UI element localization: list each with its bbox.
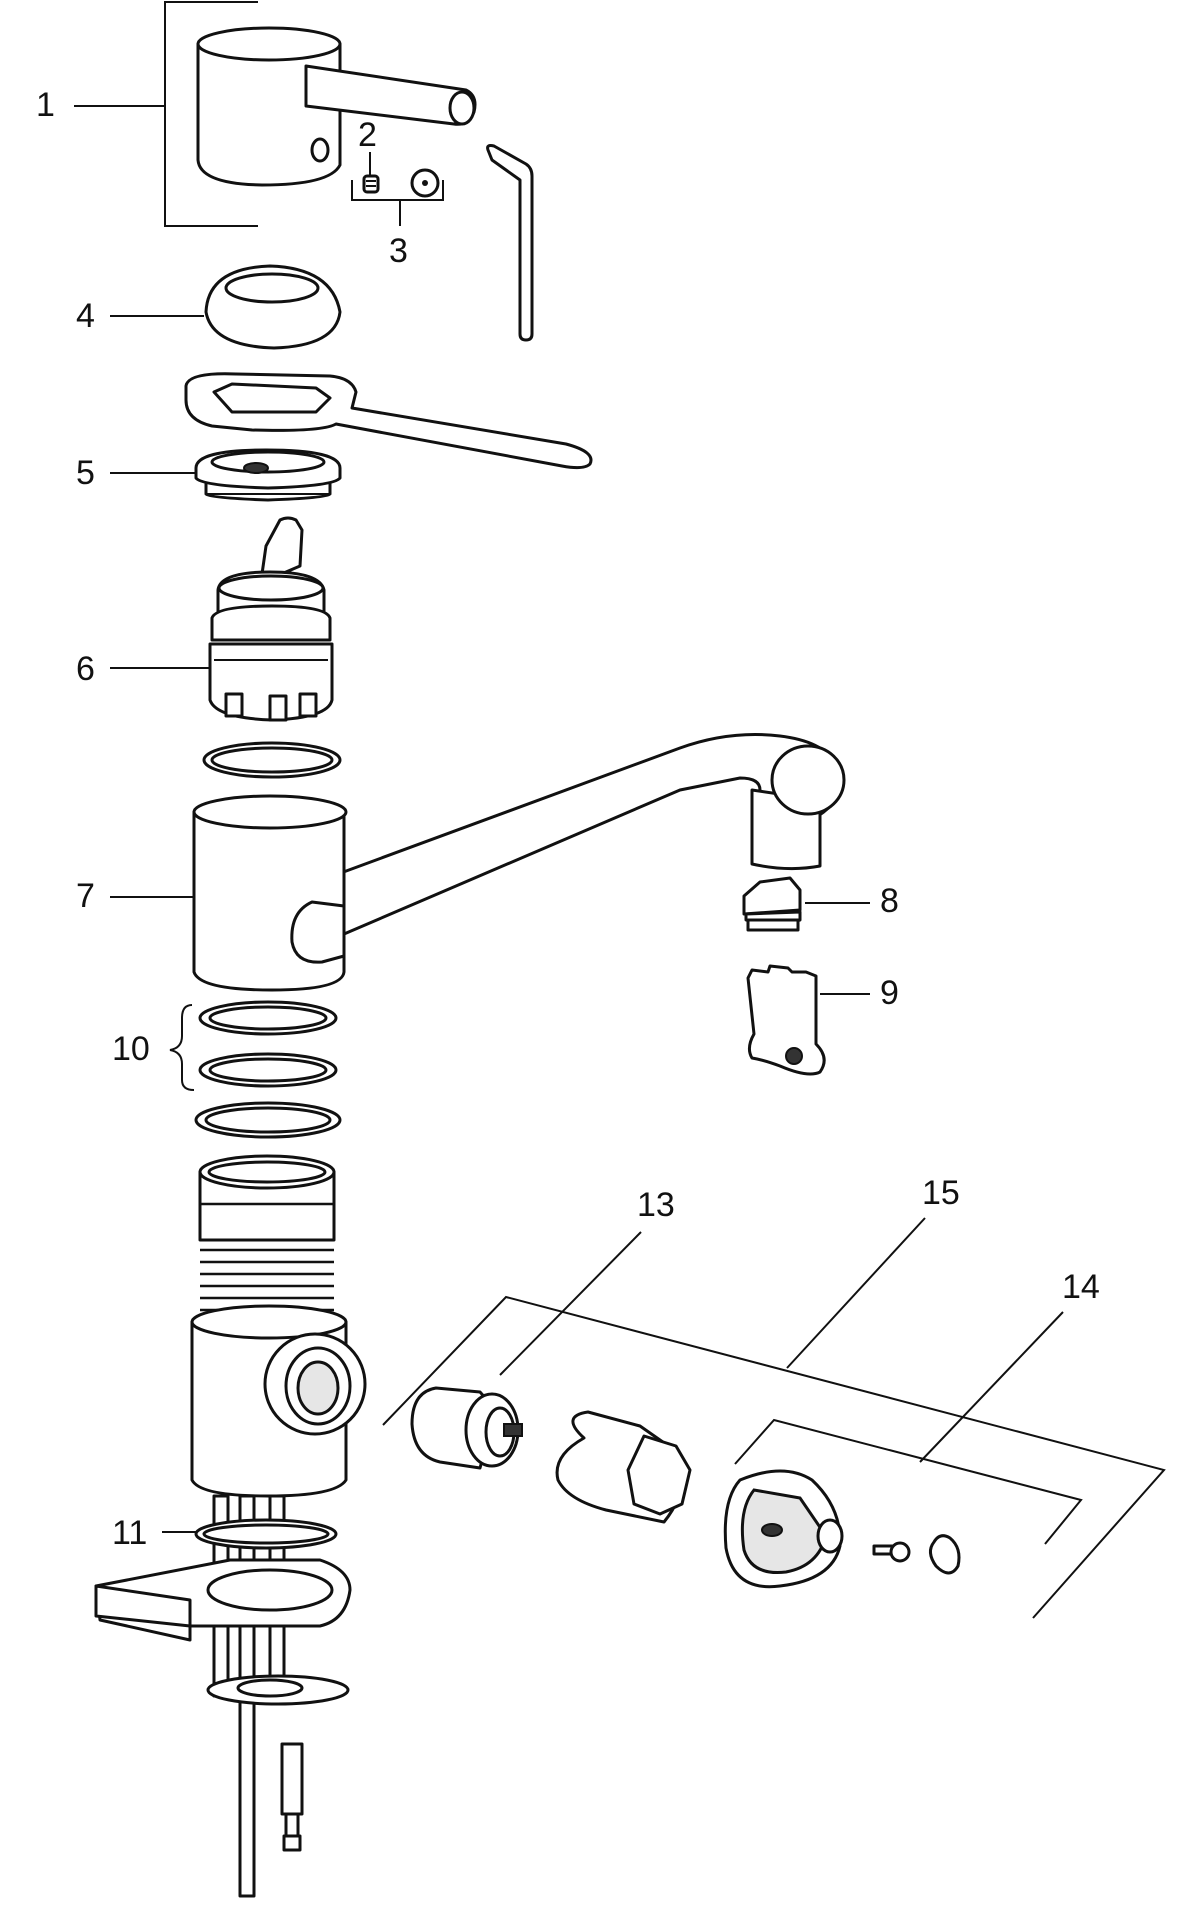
leader-lines (74, 1, 1166, 1619)
cartridge (208, 516, 334, 722)
bonnet-nut (194, 448, 342, 502)
aerator-key (746, 964, 826, 1076)
o-ring-base (194, 1518, 338, 1550)
o-ring-upper (202, 741, 342, 779)
aerator (742, 876, 802, 932)
knob-screw (872, 1541, 911, 1563)
cap-plug (410, 168, 440, 198)
lower-washer (206, 1674, 350, 1706)
label-6: 6 (76, 650, 95, 688)
label-15: 15 (922, 1174, 960, 1212)
diverter-nut (555, 1410, 692, 1524)
diverter-cartridge (410, 1386, 523, 1470)
label-5: 5 (76, 454, 95, 492)
handle-lever (196, 26, 477, 187)
label-13: 13 (637, 1186, 675, 1224)
diverter-knob (723, 1469, 844, 1589)
faucet-body-with-spout (192, 733, 846, 992)
label-3: 3 (389, 232, 408, 270)
set-screw (362, 174, 380, 194)
spanner-wrench (184, 372, 593, 470)
label-9: 9 (880, 974, 899, 1012)
label-10: 10 (112, 1030, 150, 1068)
label-1: 1 (36, 86, 55, 124)
label-8: 8 (880, 882, 899, 920)
knob-cap (929, 1534, 961, 1575)
mounting-plate (94, 1558, 352, 1642)
dome-cap (204, 264, 342, 350)
base-body (190, 1154, 367, 1898)
o-rings-pair (198, 1000, 338, 1088)
label-11: 11 (112, 1514, 147, 1552)
supply-hose (280, 1742, 304, 1852)
label-2: 2 (358, 116, 377, 154)
o-ring-lower (194, 1101, 342, 1139)
label-4: 4 (76, 297, 95, 335)
label-14: 14 (1062, 1268, 1100, 1306)
label-7: 7 (76, 877, 95, 915)
hex-key-tool (486, 144, 534, 342)
